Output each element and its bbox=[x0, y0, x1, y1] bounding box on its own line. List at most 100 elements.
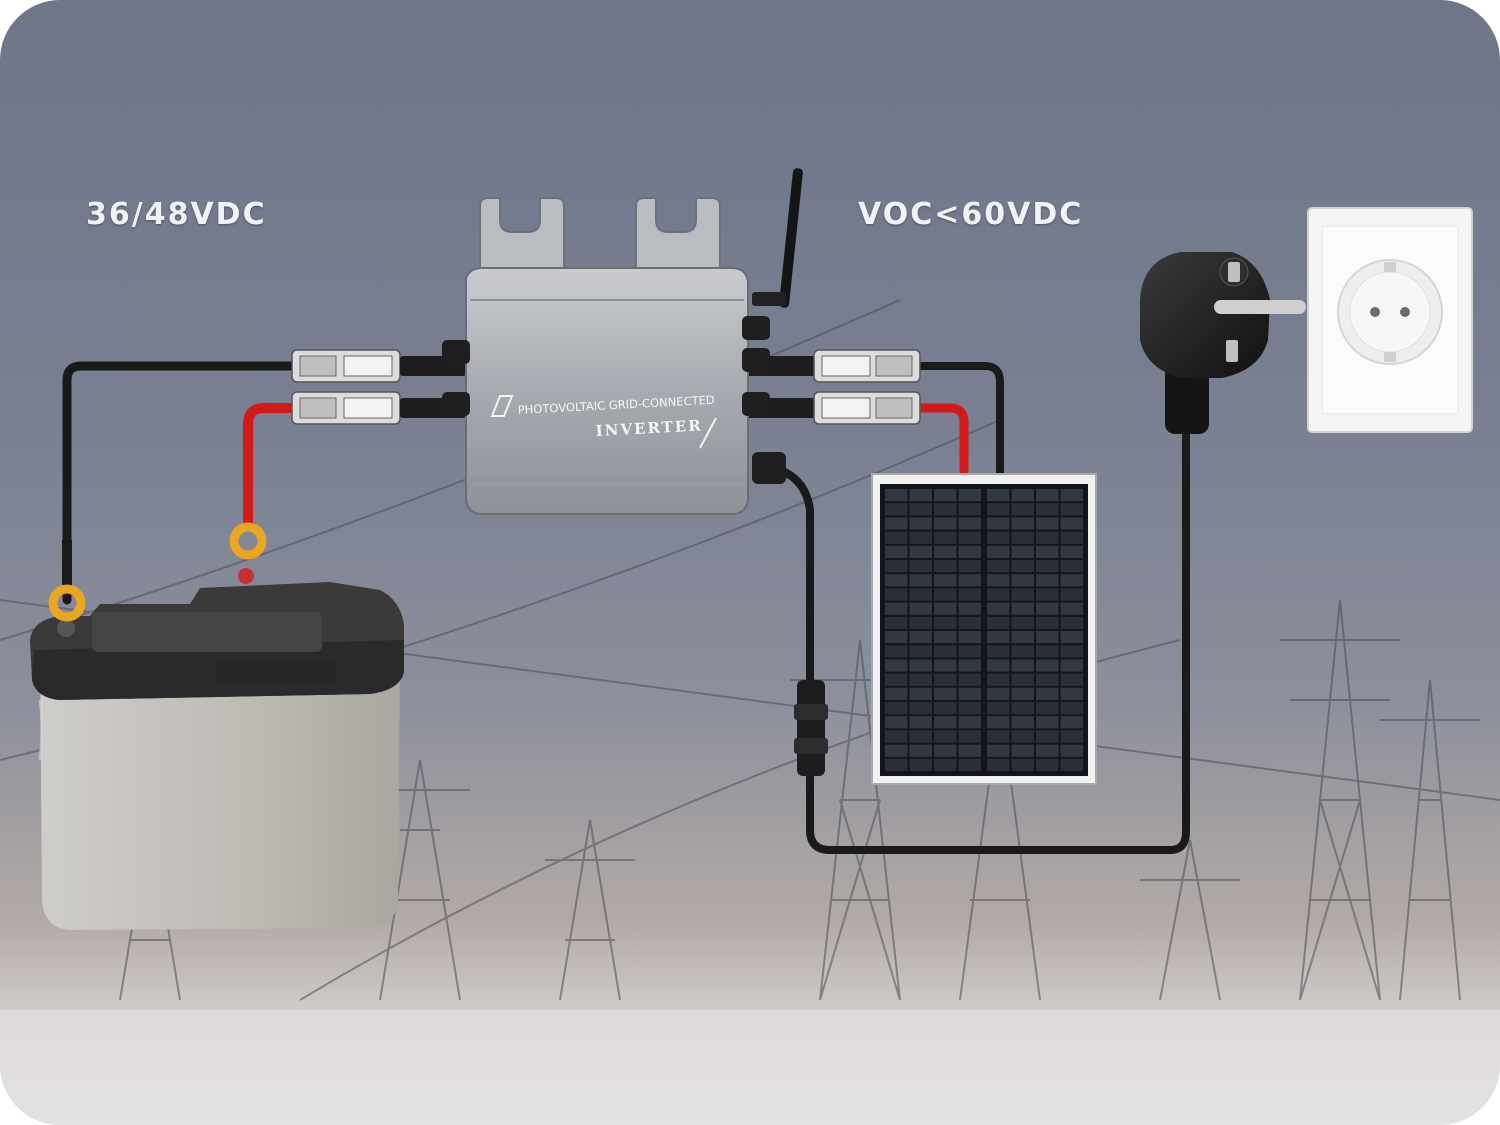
solar-cell bbox=[885, 758, 908, 771]
solar-cell bbox=[909, 730, 932, 743]
solar-cell bbox=[909, 631, 932, 644]
solar-cell bbox=[1011, 673, 1034, 686]
solar-cell bbox=[958, 659, 981, 672]
solar-cell bbox=[958, 758, 981, 771]
solar-cell bbox=[1060, 716, 1083, 729]
solar-cell bbox=[1036, 616, 1059, 629]
solar-cell bbox=[987, 602, 1010, 615]
solar-cell bbox=[1011, 616, 1034, 629]
solar-cell bbox=[934, 631, 957, 644]
solar-cell bbox=[1011, 730, 1034, 743]
solar-cell bbox=[958, 489, 981, 502]
solar-panel bbox=[871, 473, 1097, 785]
solar-cell bbox=[1011, 702, 1034, 715]
solar-cell bbox=[1036, 744, 1059, 757]
solar-cell bbox=[934, 758, 957, 771]
solar-cell bbox=[1036, 702, 1059, 715]
battery-negative-cable bbox=[62, 361, 305, 605]
solar-cell bbox=[1036, 716, 1059, 729]
solar-cell bbox=[885, 744, 908, 757]
solar-cell bbox=[958, 716, 981, 729]
solar-cell bbox=[987, 574, 1010, 587]
solar-cell bbox=[1060, 702, 1083, 715]
solar-cell bbox=[1060, 744, 1083, 757]
solar-cell bbox=[1036, 531, 1059, 544]
solar-cell bbox=[934, 574, 957, 587]
solar-cell bbox=[934, 716, 957, 729]
solar-logo-icon bbox=[490, 395, 514, 417]
panel-positive-cable bbox=[915, 403, 969, 483]
solar-cell bbox=[1011, 531, 1034, 544]
solar-cell bbox=[1011, 687, 1034, 700]
solar-cell bbox=[1011, 744, 1034, 757]
solar-cell bbox=[1011, 560, 1034, 573]
solar-cell bbox=[1011, 602, 1034, 615]
solar-cell bbox=[885, 588, 908, 601]
solar-cell bbox=[885, 659, 908, 672]
solar-cell bbox=[1011, 574, 1034, 587]
solar-cell bbox=[885, 560, 908, 573]
solar-cell bbox=[934, 616, 957, 629]
solar-cell bbox=[1036, 645, 1059, 658]
solar-cell bbox=[934, 730, 957, 743]
solar-cell bbox=[885, 517, 908, 530]
solar-cell bbox=[909, 645, 932, 658]
solar-cell bbox=[1036, 560, 1059, 573]
solar-cell bbox=[934, 517, 957, 530]
solar-cell bbox=[1060, 631, 1083, 644]
solar-cell bbox=[958, 702, 981, 715]
solar-cell bbox=[1036, 517, 1059, 530]
solar-cell bbox=[885, 531, 908, 544]
solar-cell bbox=[909, 517, 932, 530]
solar-cell bbox=[1011, 716, 1034, 729]
solar-cell bbox=[1036, 673, 1059, 686]
solar-cell bbox=[987, 503, 1010, 516]
solar-cell bbox=[958, 645, 981, 658]
solar-cell bbox=[1036, 574, 1059, 587]
solar-cell bbox=[1060, 602, 1083, 615]
solar-cell bbox=[987, 716, 1010, 729]
inverter-label-line2: INVERTER bbox=[595, 416, 703, 440]
solar-cell bbox=[934, 702, 957, 715]
solar-cell bbox=[934, 489, 957, 502]
solar-cell bbox=[909, 758, 932, 771]
solar-cell bbox=[1060, 489, 1083, 502]
panel-negative-cable bbox=[916, 362, 1004, 482]
solar-cell bbox=[934, 659, 957, 672]
solar-cell bbox=[885, 687, 908, 700]
solar-cell bbox=[1060, 616, 1083, 629]
solar-cell bbox=[987, 702, 1010, 715]
solar-cell bbox=[987, 645, 1010, 658]
solar-cell bbox=[1036, 659, 1059, 672]
solar-cell bbox=[909, 531, 932, 544]
solar-cell bbox=[1011, 503, 1034, 516]
cables bbox=[62, 361, 1190, 854]
solar-cell bbox=[909, 616, 932, 629]
solar-cell bbox=[934, 503, 957, 516]
solar-cell bbox=[885, 489, 908, 502]
solar-cell bbox=[958, 602, 981, 615]
solar-cell bbox=[958, 574, 981, 587]
solar-cell bbox=[987, 545, 1010, 558]
solar-cell bbox=[885, 673, 908, 686]
solar-cell bbox=[958, 687, 981, 700]
solar-cell bbox=[987, 673, 1010, 686]
solar-cell bbox=[934, 687, 957, 700]
solar-cell bbox=[1011, 631, 1034, 644]
solar-cell bbox=[934, 645, 957, 658]
wall-socket bbox=[1307, 207, 1473, 433]
solar-cell bbox=[1011, 659, 1034, 672]
solar-cell bbox=[1060, 517, 1083, 530]
solar-cell bbox=[1060, 531, 1083, 544]
solar-cell bbox=[934, 673, 957, 686]
solar-cell bbox=[987, 588, 1010, 601]
solar-cell bbox=[987, 687, 1010, 700]
solar-cell bbox=[987, 631, 1010, 644]
battery bbox=[30, 568, 404, 930]
battery-voltage-label: 36/48VDC bbox=[86, 197, 267, 232]
solar-cell bbox=[1060, 730, 1083, 743]
solar-cell bbox=[885, 730, 908, 743]
solar-cell bbox=[909, 574, 932, 587]
solar-cell bbox=[909, 489, 932, 502]
